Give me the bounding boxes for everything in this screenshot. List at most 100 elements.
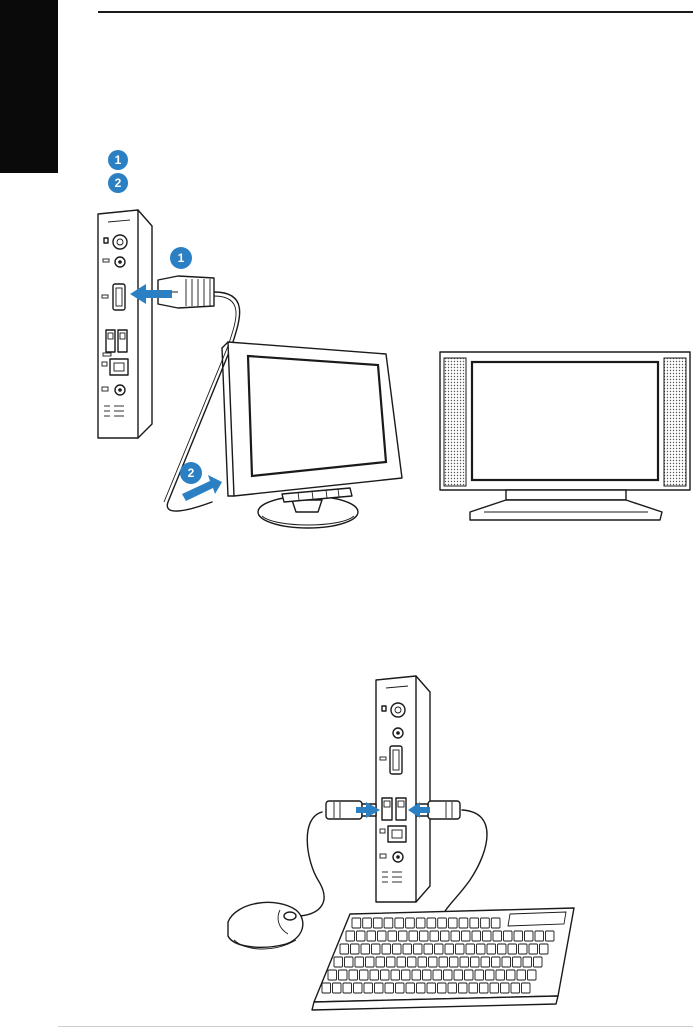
- keyboard-key: [372, 917, 383, 929]
- keyboard-key: [480, 956, 490, 968]
- keyboard-key: [381, 943, 391, 955]
- keyboard-key: [449, 956, 459, 968]
- keyboard-key: [394, 917, 405, 929]
- keyboard-key: [426, 917, 437, 929]
- keyboard-key: [339, 943, 349, 955]
- keyboard-key: [405, 917, 415, 929]
- keyboard-key: [470, 956, 480, 968]
- keyboard-key: [363, 982, 373, 994]
- keyboard-key: [527, 969, 537, 981]
- keyboard-key: [386, 956, 396, 968]
- keyboard-key: [492, 930, 502, 942]
- keyboard-key: [413, 943, 423, 955]
- keyboard-key: [468, 982, 478, 994]
- keyboard-key: [434, 943, 444, 955]
- keyboard-key: [390, 969, 400, 981]
- keyboard-key: [428, 956, 438, 968]
- keyboard-key: [480, 917, 490, 929]
- keyboard-key: [447, 982, 457, 994]
- keyboard-key: [432, 969, 442, 981]
- keyboard-key: [474, 969, 484, 981]
- keyboard-key: [486, 943, 496, 955]
- keyboard-key: [501, 956, 511, 968]
- keyboard-key: [395, 982, 405, 994]
- keyboard-key: [371, 943, 381, 955]
- keyboard-key: [459, 956, 469, 968]
- usb-mouse-icon: [227, 901, 304, 950]
- keyboard-key: [401, 969, 411, 981]
- keyboard-key: [450, 930, 460, 942]
- keyboard-key: [490, 917, 501, 929]
- keyboard-key: [398, 930, 408, 942]
- keyboard-key: [469, 917, 480, 929]
- keyboard-key: [359, 969, 369, 981]
- keyboard-key: [375, 956, 385, 968]
- keyboard-key: [545, 930, 555, 942]
- keyboard-key: [338, 969, 348, 981]
- keyboard-key: [534, 930, 544, 942]
- keyboard-key: [464, 969, 474, 981]
- keyboard-key: [513, 930, 523, 942]
- keyboard-key: [528, 943, 538, 955]
- plug-in-arrow-icon: [130, 284, 172, 304]
- keyboard-key: [396, 956, 406, 968]
- keyboard-key: [503, 930, 513, 942]
- keyboard-key: [321, 982, 331, 994]
- keyboard-key: [444, 943, 454, 955]
- keyboard-key: [471, 930, 481, 942]
- keyboard-key: [392, 943, 402, 955]
- keyboard-key: [512, 956, 522, 968]
- keyboard-key: [516, 969, 526, 981]
- pc-front-panel-icon: [97, 209, 153, 439]
- keyboard-key: [453, 969, 463, 981]
- keyboard-key: [437, 982, 447, 994]
- keyboard-key: [348, 969, 358, 981]
- keyboard-key: [458, 917, 469, 929]
- keyboard-key: [380, 969, 390, 981]
- keyboard-key: [482, 930, 492, 942]
- keyboard-key: [489, 982, 499, 994]
- keyboard-key: [356, 930, 366, 942]
- keyboard-key: [360, 943, 370, 955]
- keyboard-key: [476, 943, 486, 955]
- keyboard-key: [491, 956, 501, 968]
- keyboard-key: [332, 982, 342, 994]
- keyboard-key: [500, 982, 510, 994]
- keyboard-key: [344, 956, 354, 968]
- keyboard-key: [458, 982, 468, 994]
- header-rule: [98, 11, 693, 13]
- keyboard-key: [419, 930, 429, 942]
- plug-in-arrow-icon: [408, 802, 430, 818]
- keyboard-key: [443, 969, 453, 981]
- lcd-tv-icon: [439, 351, 691, 521]
- keyboard-key: [518, 943, 528, 955]
- keyboard-key: [465, 943, 475, 955]
- step-badge-2: 2: [108, 173, 128, 193]
- keyboard-key: [495, 969, 505, 981]
- keyboard-key: [416, 982, 426, 994]
- plug-in-arrow-icon: [356, 802, 380, 818]
- keyboard-key: [351, 917, 362, 929]
- keyboard-key: [384, 982, 394, 994]
- keyboard-key: [510, 982, 520, 994]
- keyboard-key: [405, 982, 415, 994]
- keyboard-key: [345, 930, 355, 942]
- keyboard-key: [522, 956, 532, 968]
- keyboard-key: [447, 917, 458, 929]
- keyboard-key: [422, 969, 432, 981]
- pc-front-panel-icon: [375, 675, 431, 903]
- keyboard-key: [539, 943, 549, 955]
- keyboard-key: [479, 982, 489, 994]
- keyboard-key: [408, 930, 418, 942]
- keyboard-key: [415, 917, 426, 929]
- plug-in-arrow-icon: [182, 475, 222, 501]
- keyboard-key: [426, 982, 436, 994]
- step-badge-1-figure: 1: [170, 247, 192, 269]
- language-tab: [0, 0, 58, 173]
- keyboard-key: [353, 982, 363, 994]
- keyboard-key: [507, 943, 517, 955]
- keyboard-key: [366, 930, 376, 942]
- keyboard-key: [521, 982, 531, 994]
- keyboard-key: [423, 943, 433, 955]
